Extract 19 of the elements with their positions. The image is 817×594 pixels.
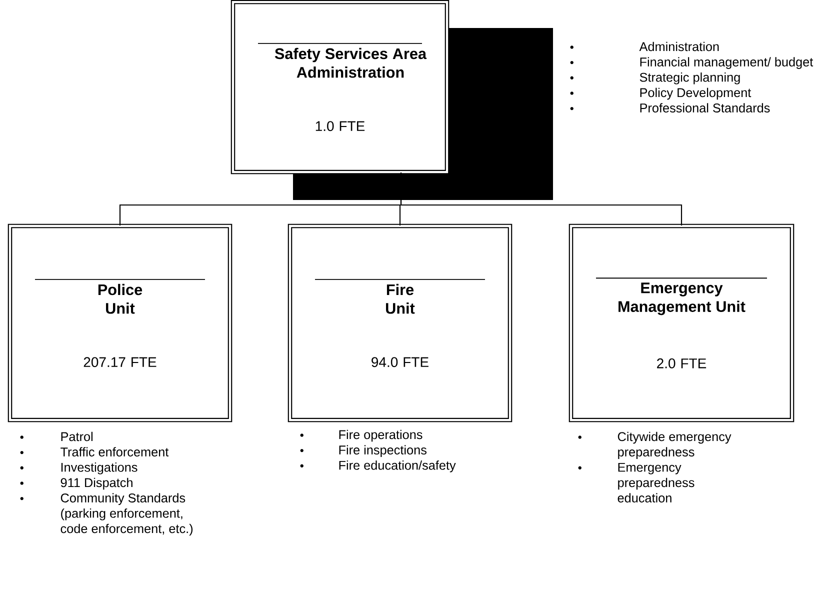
bullet-list: Fire operations Fire inspections Fire education/safety <box>300 430 456 472</box>
bullet-list: Citywide emergency preparedness Emergency preparedness education <box>578 432 732 502</box>
bullet-list: Patrol Traffic enforcement Investigations 911 Dispatch Community Standards (parking enforcement, code enforcement, etc.) <box>20 432 193 536</box>
unit-box: Emergency Management Unit 2.0 FTE <box>568 224 794 422</box>
node-label: Administration <box>639 42 719 52</box>
unit-box: Safety Services Area Administration 1.0 FTE <box>230 0 450 174</box>
connector-line <box>400 172 682 226</box>
unit-box: Police Unit 207.17 FTE <box>8 224 232 422</box>
unit-box: Fire Unit 94.0 FTE <box>288 224 512 422</box>
node-label: Investigations <box>61 462 138 474</box>
node-label: Professional Standards <box>640 103 770 112</box>
node-label: Traffic enforcement <box>60 447 169 456</box>
node-label: Strategic planning <box>640 72 740 84</box>
node-label: Financial management/ budget <box>640 57 814 69</box>
node-label: Patrol <box>61 432 93 442</box>
node-label: 911 Dispatch <box>60 478 132 490</box>
node-label: Policy Development <box>640 88 752 100</box>
bullet-list: Administration Financial management/ budget Strategic planning Policy Development Professional Standards <box>570 42 814 112</box>
node-label: Community Standards (parking enforcement, code enforcement, etc.) <box>60 493 193 536</box>
